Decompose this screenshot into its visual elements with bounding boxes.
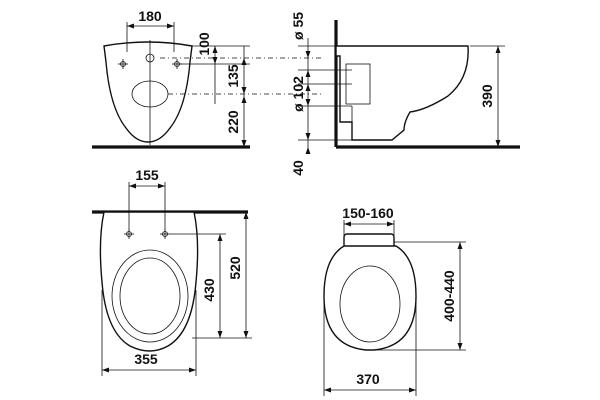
bolt-hole-left (118, 59, 128, 69)
bowl-opening-inner (119, 257, 181, 335)
dim-inlet-diameter: ø 55 (290, 12, 306, 40)
front-bowl-outline (103, 41, 193, 143)
front-view: 180 100 135 220 (92, 8, 322, 149)
top-view: 155 430 520 355 (92, 167, 252, 376)
top-bolt-right (160, 229, 170, 239)
dim-top-width: 180 (138, 8, 162, 24)
top-bowl-outline (99, 211, 199, 352)
dim-bolt-to-front: 430 (201, 278, 217, 302)
dim-floor-gap: 40 (290, 160, 306, 176)
dim-side-height: 390 (479, 84, 495, 108)
dim-seat-width: 370 (356, 371, 380, 387)
side-bowl-outline (335, 45, 469, 141)
dim-hinge-spacing: 150-160 (342, 205, 394, 221)
dim-bowl-length: 520 (227, 256, 243, 280)
dim-bolt-spacing: 155 (135, 167, 159, 183)
seat-view: 150-160 400-440 370 (323, 205, 466, 396)
side-view: ø 55 ø 102 40 390 (290, 12, 520, 176)
bowl-opening-outer (111, 249, 189, 343)
dim-inlet-height: 135 (225, 64, 241, 88)
dim-bowl-top-offset: 100 (196, 32, 212, 56)
seat-opening (339, 265, 401, 343)
dim-outlet-height: 220 (225, 110, 241, 134)
dim-seat-length: 400-440 (441, 270, 457, 322)
top-bolt-left (124, 229, 134, 239)
seat-outline (323, 245, 417, 351)
dim-outlet-diameter: ø 102 (290, 76, 306, 112)
dim-bowl-width: 355 (134, 351, 158, 367)
inlet-hole (145, 53, 155, 63)
